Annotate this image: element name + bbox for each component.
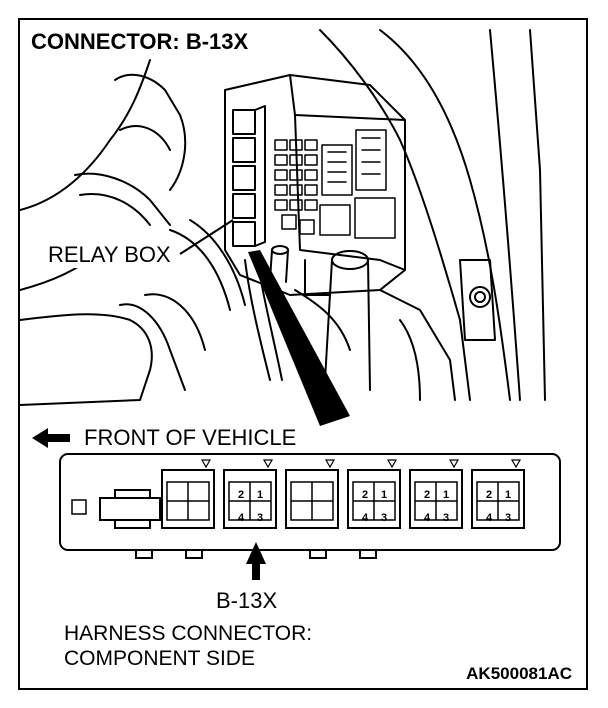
connector-id-label: B-13X [216,588,278,613]
pin-number: 3 [257,512,263,524]
latch-marker [262,459,274,469]
connector-socket [161,459,215,529]
caption-line-1: HARNESS CONNECTOR: [64,622,313,645]
pin-number: 2 [238,489,244,501]
diagram-title: CONNECTOR: B-13X [31,29,253,55]
latch-marker [324,459,336,469]
pin-number: 1 [443,489,449,501]
connector-socket [285,459,339,529]
pin-number: 4 [424,512,431,524]
front-of-vehicle-label: FRONT OF VEHICLE [84,425,297,450]
pin-number: 4 [238,512,245,524]
latch-marker [386,459,398,469]
pin-number: 3 [505,512,511,524]
latch-marker [448,459,460,469]
figure-code: AK500081AC [466,664,572,683]
pin-number: 2 [424,489,430,501]
latch-marker [510,459,522,469]
pin-number: 1 [505,489,511,501]
pin-number: 1 [257,489,263,501]
pin-number: 3 [381,512,387,524]
pin-number: 4 [486,512,493,524]
pin-number: 2 [362,489,368,501]
pin-number: 1 [381,489,387,501]
pin-number: 4 [362,512,369,524]
pin-number: 3 [443,512,449,524]
latch-marker [200,459,212,469]
pin-number: 2 [486,489,492,501]
connector-housing [59,453,561,551]
relay-box-callout: RELAY BOX [46,242,173,268]
caption-line-2: COMPONENT SIDE [64,647,255,670]
